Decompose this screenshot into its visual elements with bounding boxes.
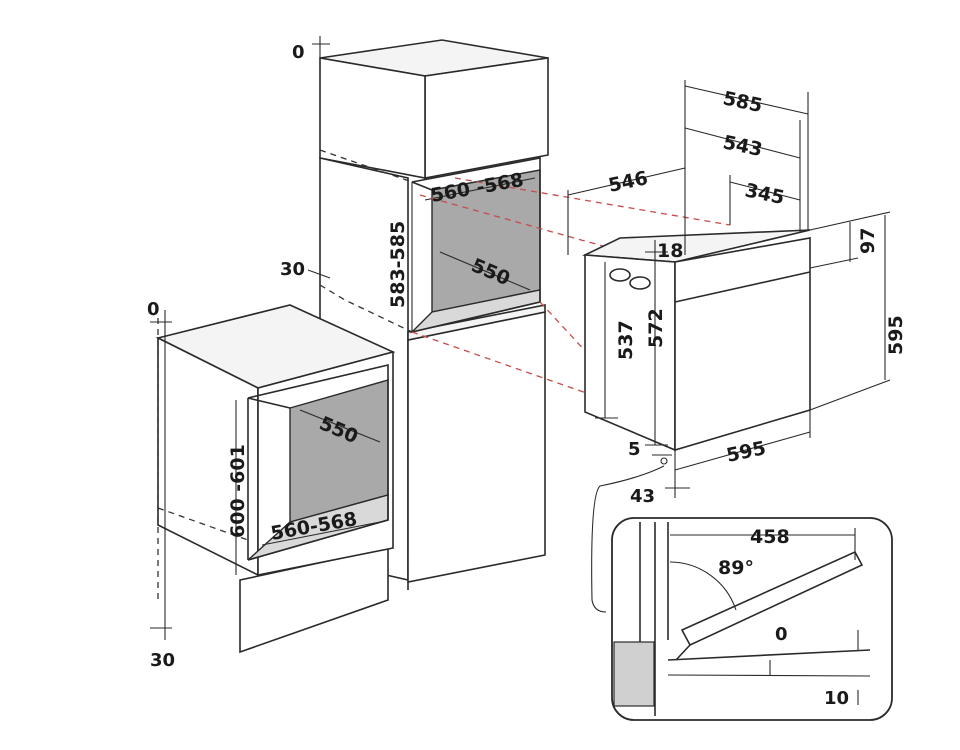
label-oven-panel-height: 97 <box>857 228 879 254</box>
label-oven-total-height: 595 <box>885 315 907 355</box>
oven-depth-345-dim <box>729 181 801 201</box>
label-oven-body-height-side: 537 <box>615 320 637 360</box>
base-niche-depth-dim <box>299 409 381 443</box>
oven-vent-left <box>609 268 631 282</box>
label-door-open-angle: 89° <box>718 557 754 579</box>
label-oven-body-height: 572 <box>645 308 667 348</box>
base-cabinet <box>150 304 396 654</box>
oven-front <box>674 237 811 452</box>
label-oven-body-depth: 543 <box>721 131 764 161</box>
oven <box>567 80 891 498</box>
label-base-niche-height: 600 -601 <box>227 444 249 538</box>
label-oven-rail-depth: 345 <box>743 179 786 209</box>
tall-cabinet-lower-front <box>407 311 546 583</box>
door-detail-door <box>680 550 864 647</box>
oven-depth-543-dim <box>684 127 801 159</box>
tall-niche-depth-dim <box>439 251 531 291</box>
label-tall-bottom-gap: 30 <box>280 259 305 280</box>
label-tall-niche-height: 583-585 <box>387 221 409 308</box>
oven-width-595-dim <box>674 431 811 471</box>
label-oven-bottom-gap: 5 <box>628 439 641 460</box>
tall-niche-width-dim <box>424 177 536 201</box>
door-detail-wall <box>613 641 655 707</box>
label-oven-width: 595 <box>724 437 767 467</box>
label-door-clearance-top: 0 <box>775 624 788 645</box>
base-niche-width-dim <box>261 521 381 546</box>
label-oven-front-offset: 43 <box>630 486 655 507</box>
label-oven-side-depth: 546 <box>606 167 649 197</box>
label-base-bottom-gap: 30 <box>150 650 175 671</box>
label-base-top-gap: 0 <box>147 299 160 320</box>
label-door-clearance-bottom: 10 <box>824 688 849 709</box>
tall-cabinet-upper-side <box>319 57 426 179</box>
label-oven-top-offset: 18 <box>657 240 683 262</box>
label-tall-top-gap: 0 <box>292 42 305 63</box>
door-detail-inset <box>591 465 893 721</box>
oven-depth-585-dim <box>684 85 809 115</box>
door-angle-arc <box>669 561 737 611</box>
label-door-open-length: 458 <box>750 526 790 548</box>
label-oven-total-depth: 585 <box>721 87 764 117</box>
tall-cabinet-lower-top <box>407 304 546 341</box>
oven-vent-right <box>629 276 651 290</box>
oven-depth-546-dim <box>567 167 686 196</box>
